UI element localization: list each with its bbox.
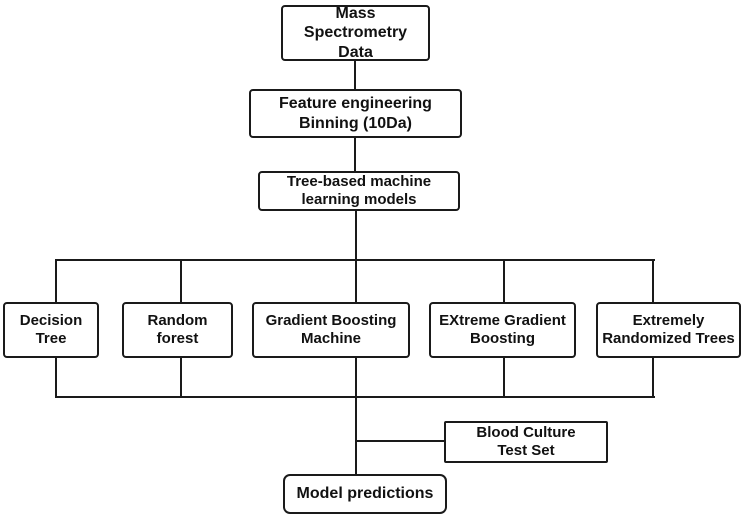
edge-drop-decision-tree xyxy=(55,259,57,303)
edge-drop-extremely-randomized xyxy=(652,259,654,303)
merge-bar-bottom xyxy=(55,396,655,398)
edge-blood-culture-to-spine xyxy=(355,440,445,442)
node-feature-engineering-binning: Feature engineering Binning (10Da) xyxy=(249,89,462,138)
edge-drop-extreme-gradient xyxy=(503,259,505,303)
node-blood-culture-test-set: Blood Culture Test Set xyxy=(444,421,608,463)
node-tree-based-models: Tree-based machine learning models xyxy=(258,171,460,211)
node-extremely-randomized-trees: Extremely Randomized Trees xyxy=(596,302,741,358)
edge-feature-to-tree xyxy=(354,137,356,172)
node-extreme-gradient-boosting: EXtreme Gradient Boosting xyxy=(429,302,576,358)
node-mass-spectrometry-data: Mass Spectrometry Data xyxy=(281,5,430,61)
edge-drop-random-forest xyxy=(180,259,182,303)
node-random-forest: Random forest xyxy=(122,302,233,358)
node-decision-tree: Decision Tree xyxy=(3,302,99,358)
edge-mass-to-feature xyxy=(354,60,356,90)
edge-rise-extremely-randomized xyxy=(652,357,654,398)
node-model-predictions: Model predictions xyxy=(283,474,447,514)
edge-spine-to-predictions xyxy=(355,357,357,475)
node-gradient-boosting-machine: Gradient Boosting Machine xyxy=(252,302,410,358)
edge-rise-extreme-gradient xyxy=(503,357,505,398)
edge-rise-decision-tree xyxy=(55,357,57,398)
edge-rise-random-forest xyxy=(180,357,182,398)
edge-drop-gradient-boosting xyxy=(355,259,357,303)
edge-tree-to-branch-bar xyxy=(355,210,357,260)
